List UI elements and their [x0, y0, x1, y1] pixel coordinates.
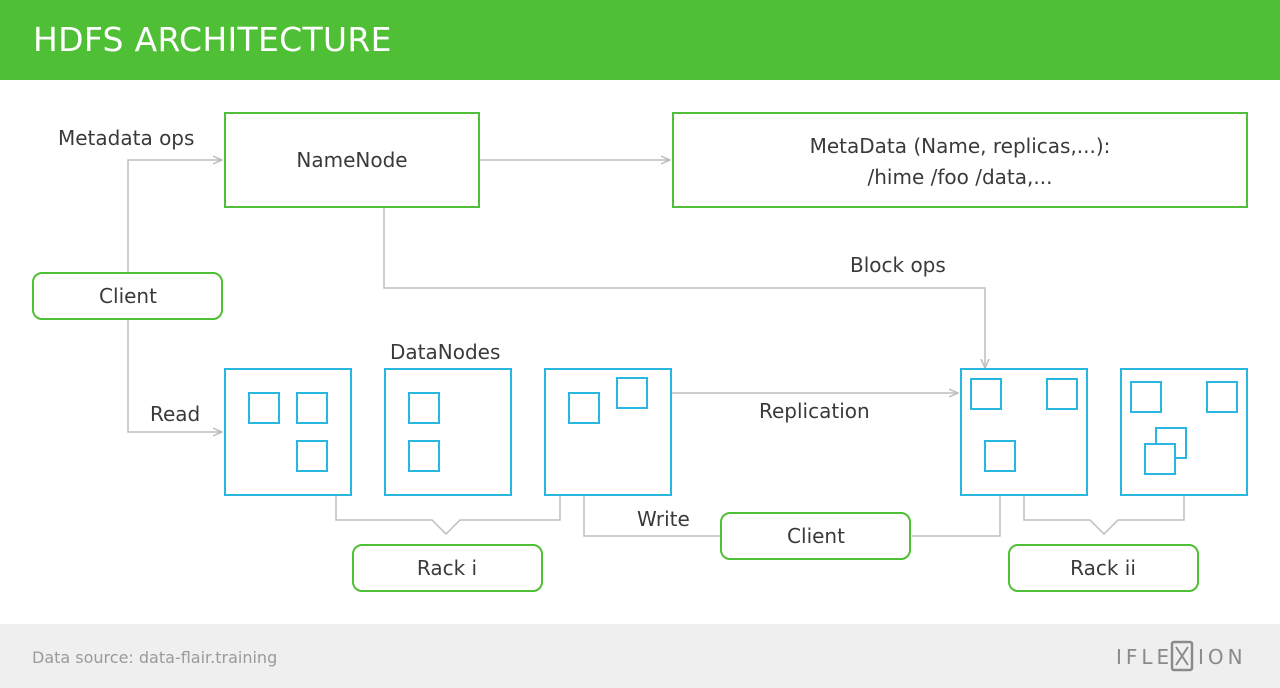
block	[1046, 378, 1078, 410]
block	[408, 392, 440, 424]
namenode-box	[224, 112, 480, 208]
block	[296, 440, 328, 472]
block	[1144, 443, 1176, 475]
block-ops-label: Block ops	[850, 253, 946, 277]
block	[248, 392, 280, 424]
rack-i-bracket	[335, 496, 561, 536]
datanodes-label: DataNodes	[390, 340, 500, 364]
write-label: Write	[637, 507, 690, 531]
block	[1206, 381, 1238, 413]
read-label: Read	[150, 402, 200, 426]
block	[296, 392, 328, 424]
rack-i-label: Rack i	[417, 556, 477, 580]
rack-i-box	[352, 544, 543, 592]
datanode-1	[224, 368, 352, 496]
header-bar: HDFS ARCHITECTURE	[0, 0, 1280, 80]
block	[408, 440, 440, 472]
block	[984, 440, 1016, 472]
block	[970, 378, 1002, 410]
svg-text:ION: ION	[1198, 645, 1247, 669]
connectors	[127, 160, 1185, 537]
datanode-5	[1120, 368, 1248, 496]
page-title: HDFS ARCHITECTURE	[33, 20, 392, 59]
datanode-2	[384, 368, 512, 496]
data-source-text: Data source: data-flair.training	[32, 648, 278, 667]
svg-text:IFLE: IFLE	[1116, 645, 1173, 669]
client-left-label: Client	[99, 284, 157, 308]
block	[1130, 381, 1162, 413]
replication-label: Replication	[759, 399, 870, 423]
namenode-label: NameNode	[296, 148, 407, 172]
footer-bar: Data source: data-flair.training IFLE IO…	[0, 624, 1280, 688]
client-left-box	[32, 272, 223, 320]
block	[616, 377, 648, 409]
rack-ii-box	[1008, 544, 1199, 592]
metadata-line-1: MetaData (Name, replicas,...):	[810, 134, 1111, 158]
datanode-4	[960, 368, 1088, 496]
rack-ii-bracket	[1023, 496, 1185, 536]
read-arrow	[127, 319, 222, 432]
client-bottom-box	[720, 512, 911, 560]
rack-ii-label: Rack ii	[1070, 556, 1136, 580]
metadata-box	[672, 112, 1248, 208]
block-ops-arrow	[383, 207, 985, 368]
client-bottom-label: Client	[787, 524, 845, 548]
iflexion-logo: IFLE ION	[1116, 640, 1247, 672]
metadata-ops-label: Metadata ops	[58, 126, 194, 150]
block	[568, 392, 600, 424]
metadata-ops-arrow	[127, 160, 222, 272]
hdfs-diagram: NameNode MetaData (Name, replicas,...): …	[32, 112, 1248, 592]
datanode-3	[544, 368, 672, 496]
metadata-line-2: /hime /foo /data,...	[868, 165, 1053, 189]
